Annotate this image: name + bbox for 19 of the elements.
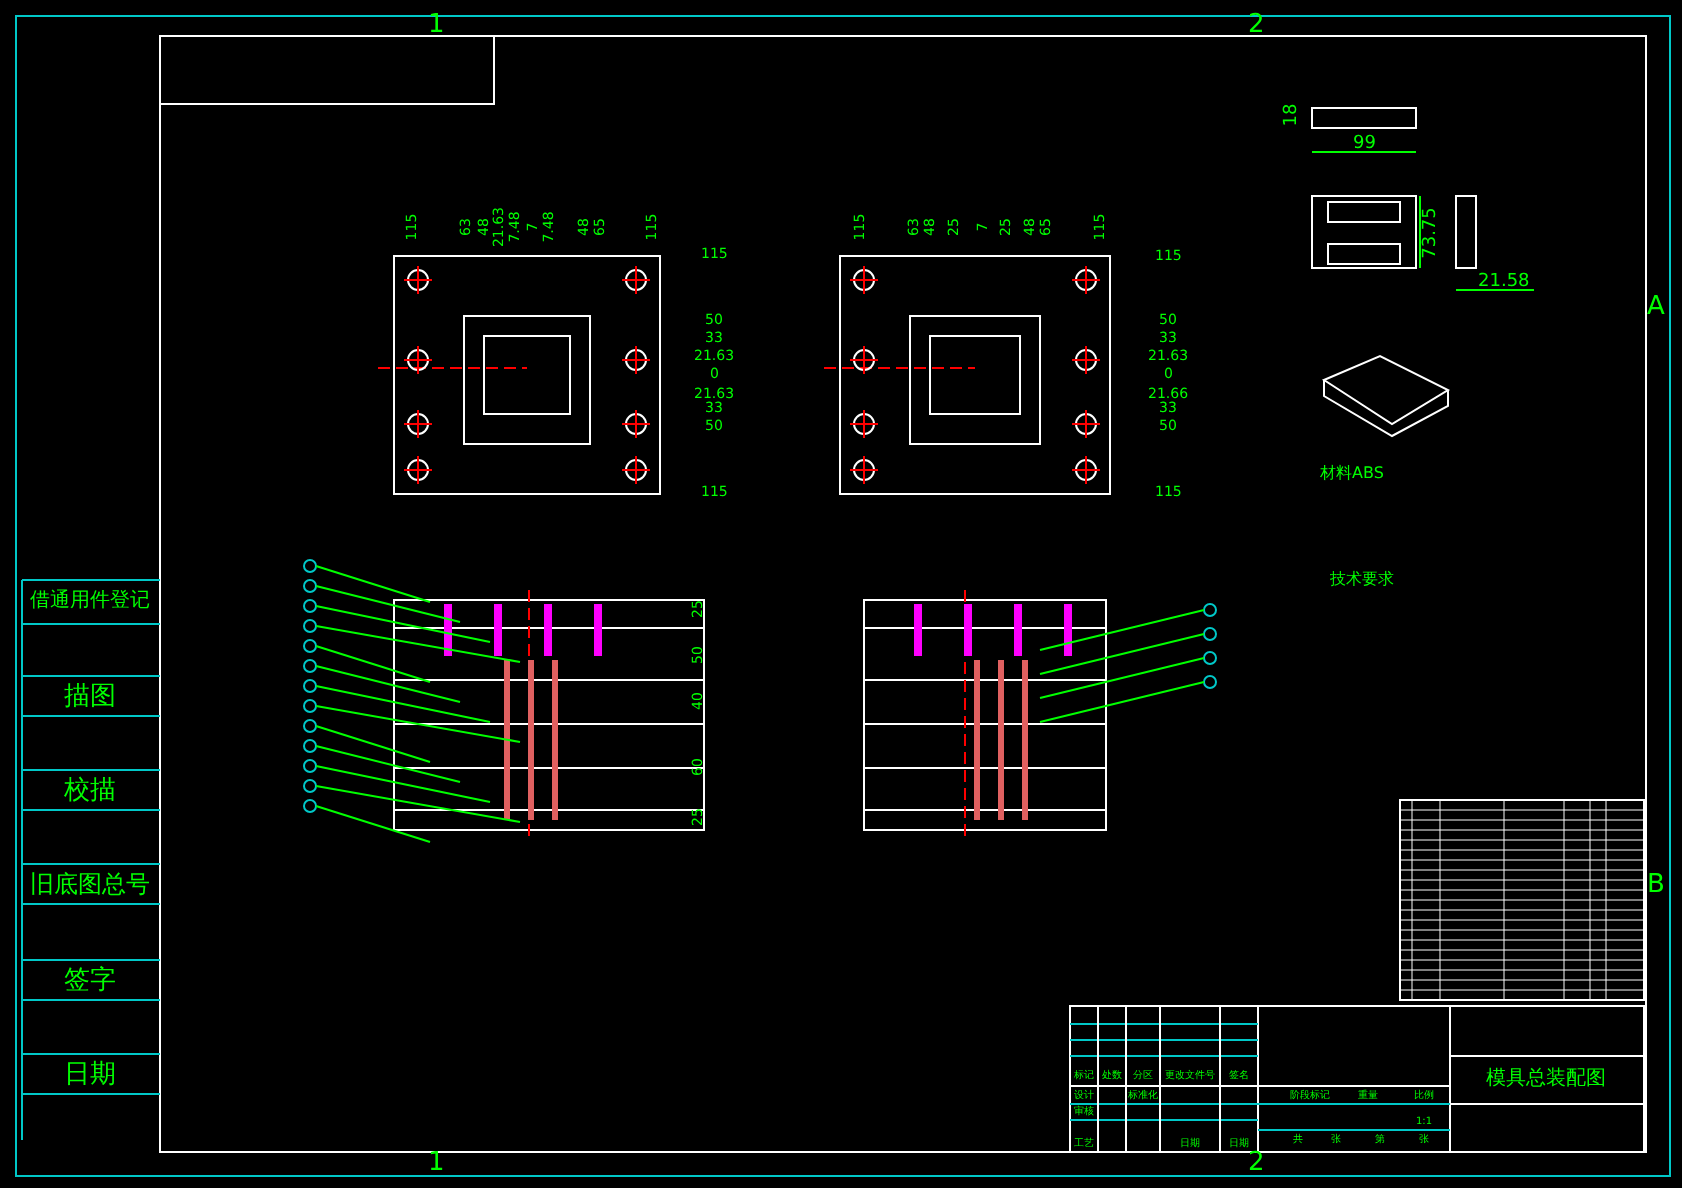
drawing-title: 模具总装配图 — [1486, 1070, 1606, 1090]
grid-reference: 1 — [428, 1149, 445, 1175]
margin-label: 签字 — [64, 967, 116, 993]
note-heading: 技术要求 — [1330, 572, 1394, 588]
grid-reference: A — [1647, 293, 1665, 319]
grid-reference: 2 — [1248, 1149, 1265, 1175]
grid-reference: 2 — [1248, 11, 1265, 37]
dimension-text: 73.75 — [1422, 206, 1441, 258]
margin-label: 借通用件登记 — [30, 592, 150, 612]
grid-reference: 1 — [428, 11, 445, 37]
material-note: 材料ABS — [1320, 466, 1384, 482]
dimension-text: 21.58 — [1478, 273, 1530, 291]
grid-reference: B — [1647, 871, 1665, 897]
margin-label: 描图 — [64, 683, 116, 709]
margin-label: 旧底图总号 — [30, 872, 150, 896]
margin-label: 日期 — [64, 1061, 116, 1087]
dimension-text: 99 — [1353, 135, 1376, 153]
margin-label: 校描 — [64, 777, 116, 803]
dimension-text: 18 — [1283, 102, 1302, 126]
